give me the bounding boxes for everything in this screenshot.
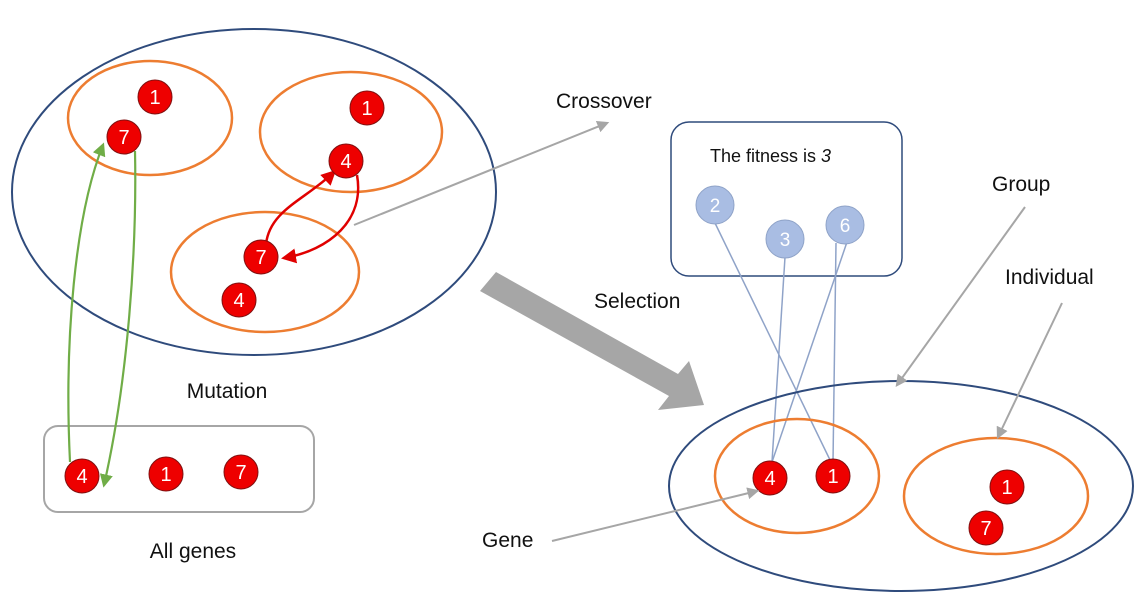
gene: 1	[137, 79, 173, 115]
crossover-pointer	[353, 121, 610, 226]
individual-b	[258, 70, 444, 194]
fitness-gene-label: 3	[780, 230, 791, 251]
mutation-label: Mutation	[187, 380, 268, 403]
all-genes-label: All genes	[150, 540, 236, 563]
group-pointer	[895, 206, 1026, 387]
mutation-arrow-up	[67, 142, 106, 463]
population-group	[11, 28, 497, 356]
crossover-arrow-down	[281, 174, 360, 264]
individual-a	[66, 59, 234, 177]
individual-pointer	[996, 302, 1063, 440]
fitness-link	[714, 222, 832, 463]
gene-label: 4	[764, 468, 775, 490]
gene: 7	[223, 454, 259, 490]
gene: 7	[243, 239, 279, 275]
selection-label: Selection	[594, 290, 680, 313]
gene: 1	[349, 90, 385, 126]
gene: 7	[968, 510, 1004, 546]
fitness-value: 3	[821, 146, 831, 166]
mutation-arrow-down	[99, 150, 137, 488]
gene-label: 1	[361, 98, 372, 120]
fitness-gene-label: 2	[710, 196, 721, 217]
result-individual-a	[713, 417, 881, 535]
crossover-arrow-up	[264, 169, 337, 245]
gene-label: 4	[233, 290, 244, 312]
fitness-title: The fitness is 3	[710, 146, 831, 166]
fitness-gene-label: 6	[840, 216, 851, 237]
individual-c	[169, 210, 361, 334]
fitness-gene: 3	[765, 219, 805, 259]
fitness-gene: 6	[825, 205, 865, 245]
gene: 4	[328, 143, 364, 179]
gene-pointer	[551, 487, 760, 542]
fitness-prefix: The fitness is	[710, 146, 821, 166]
gene-label: 4	[340, 151, 351, 173]
all-genes-box	[43, 425, 315, 513]
gene: 4	[221, 282, 257, 318]
gene: 1	[148, 456, 184, 492]
gene-label: 1	[160, 464, 171, 486]
gene: 1	[989, 469, 1025, 505]
gene-label: 7	[980, 518, 991, 540]
fitness-box	[670, 121, 903, 277]
gene-label: 1	[149, 87, 160, 109]
gene: 7	[106, 119, 142, 155]
result-group	[668, 380, 1134, 592]
gene-label: 1	[827, 466, 838, 488]
gene-label: 7	[118, 127, 129, 149]
gene-label: 1	[1001, 477, 1012, 499]
gene: 4	[752, 460, 788, 496]
fitness-link	[771, 256, 786, 463]
gene-label: 7	[235, 462, 246, 484]
fitness-link	[771, 241, 848, 463]
crossover-label: Crossover	[556, 90, 652, 113]
fitness-gene: 2	[695, 185, 735, 225]
gene: 1	[815, 458, 851, 494]
gene-label: 4	[76, 466, 87, 488]
group-label: Group	[992, 173, 1050, 196]
individual-label: Individual	[1005, 266, 1094, 289]
gene-pointer-label: Gene	[482, 529, 533, 552]
result-individual-b	[902, 436, 1090, 556]
gene-label: 7	[255, 247, 266, 269]
selection-arrow	[480, 272, 704, 410]
gene: 4	[64, 458, 100, 494]
